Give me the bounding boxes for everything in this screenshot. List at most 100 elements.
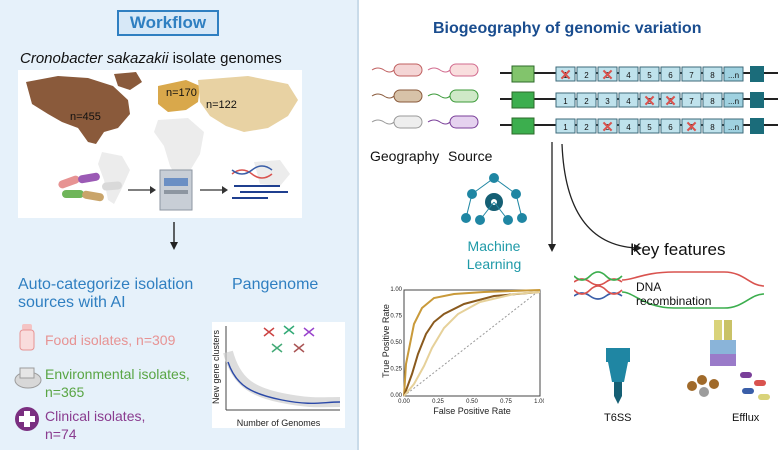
south-america-shape [98, 152, 130, 204]
ml-label-1: Machine [467, 238, 521, 254]
gene-label: 7 [689, 123, 694, 132]
baby-bottle-icon [19, 324, 35, 351]
food-isolates-label: Food isolates, n=309 [45, 332, 176, 348]
environmental-isolates-label-2: n=365 [45, 384, 85, 400]
world-map: n=455 n=170 n=122 [18, 70, 302, 218]
gene-box [723, 118, 744, 134]
panel-divider [357, 0, 359, 450]
gene-box [639, 118, 660, 134]
genome-left-block [511, 117, 535, 135]
gene-label: 2 [584, 123, 589, 132]
gene-box [618, 92, 639, 108]
roc-xtick: 0.00 [398, 399, 410, 405]
clinical-cross-icon [15, 407, 39, 431]
gene-box [597, 118, 618, 134]
roc-ytick: 0.50 [390, 340, 402, 346]
roc-ytick: 0.00 [390, 393, 402, 399]
world-map-svg: n=455 n=170 n=122 [26, 72, 298, 211]
gene-box [660, 66, 681, 82]
roc-xlabel: False Positive Rate [433, 406, 511, 416]
australia-shape [254, 160, 290, 186]
bacteria-grid-icon [371, 63, 479, 129]
pangenome-plot: Number of Genomes New gene clusters [211, 322, 345, 428]
geography-label: Geography [370, 148, 440, 164]
gene-label: ...n [728, 71, 739, 80]
pangenome-xlabel: Number of Genomes [236, 418, 321, 428]
isolates-subtitle: Cronobacter sakazakii isolate genomes [20, 50, 282, 67]
gene-box [618, 66, 639, 82]
gene-deletion-mark: ✕ [643, 93, 656, 110]
gene-label: 8 [710, 123, 715, 132]
clinical-isolates-label-2: n=74 [45, 426, 77, 442]
gene-box [576, 66, 597, 82]
gene-box [702, 66, 723, 82]
dna-label-2: recombination [636, 294, 712, 308]
species-name: Cronobacter sakazakii [20, 50, 169, 67]
genome-track-line [500, 72, 778, 74]
gene-deletion-mark: ✕ [559, 67, 572, 84]
greenland-shape [114, 72, 142, 90]
gene-label: 5 [647, 123, 652, 132]
gene-box [660, 118, 681, 134]
subtitle-rest: isolate genomes [168, 50, 282, 67]
gene-label: 5 [647, 71, 652, 80]
arrow-head-2 [222, 186, 228, 194]
pangenome-title: Pangenome [232, 276, 319, 293]
north-america-shape [26, 76, 130, 144]
roc-xtick: 1.00 [534, 399, 544, 405]
genome-track-line [500, 124, 778, 126]
sequencer-icon [159, 169, 193, 211]
gene-label: 4 [626, 71, 631, 80]
gene-label: 6 [668, 123, 673, 132]
gene-label: ...n [728, 97, 739, 106]
gene-label: 6 [668, 97, 673, 106]
dna-label-1: DNA [636, 280, 662, 294]
gene-label: 8 [710, 97, 715, 106]
genome-right-block [750, 118, 764, 134]
gene-box [723, 92, 744, 108]
gene-deletion-mark: ✕ [685, 119, 698, 136]
gene-box [702, 118, 723, 134]
key-features-label: Key features [630, 240, 726, 259]
genome-right-block [750, 92, 764, 108]
gene-box [681, 118, 702, 134]
arrow-head-1 [150, 186, 156, 194]
gene-label: 6 [668, 71, 673, 80]
roc-ytick: 0.25 [390, 367, 402, 373]
eu-count: n=170 [166, 87, 197, 99]
ml-label-2: Learning [466, 256, 522, 272]
gene-box [681, 66, 702, 82]
gene-box [555, 66, 576, 82]
gene-box [618, 118, 639, 134]
efflux-pump-icon [687, 320, 770, 400]
gene-box [681, 92, 702, 108]
gene-label: 1 [563, 97, 568, 106]
t6ss-label: T6SS [604, 412, 632, 424]
machine-learning-icon [461, 173, 527, 225]
flow-arrows [548, 142, 642, 252]
gene-label: 2 [584, 71, 589, 80]
asia-count: n=122 [206, 99, 237, 111]
gene-box [576, 118, 597, 134]
gene-label: 3 [605, 71, 610, 80]
genome-left-block [511, 65, 535, 83]
gene-label: 4 [626, 123, 631, 132]
roc-ytick: 0.75 [390, 314, 402, 320]
workflow-badge: Workflow [117, 10, 219, 36]
gene-label: 7 [689, 71, 694, 80]
gene-label: 2 [584, 97, 589, 106]
gene-box [639, 92, 660, 108]
roc-xtick: 0.25 [432, 399, 444, 405]
source-label: Source [448, 148, 493, 164]
pangenome-ylabel: New gene clusters [211, 329, 221, 405]
africa-shape [154, 118, 204, 180]
gene-box [639, 66, 660, 82]
gene-box [597, 92, 618, 108]
genome-right-block [750, 66, 764, 82]
bacteria-cluster-icon [58, 172, 122, 202]
roc-plot: 0.000.250.500.751.00 0.000.250.500.751.0… [381, 284, 546, 418]
genome-track-line [500, 98, 778, 100]
pangenome-plot-svg [223, 325, 341, 411]
gene-label: 1 [563, 123, 568, 132]
gene-box [576, 92, 597, 108]
